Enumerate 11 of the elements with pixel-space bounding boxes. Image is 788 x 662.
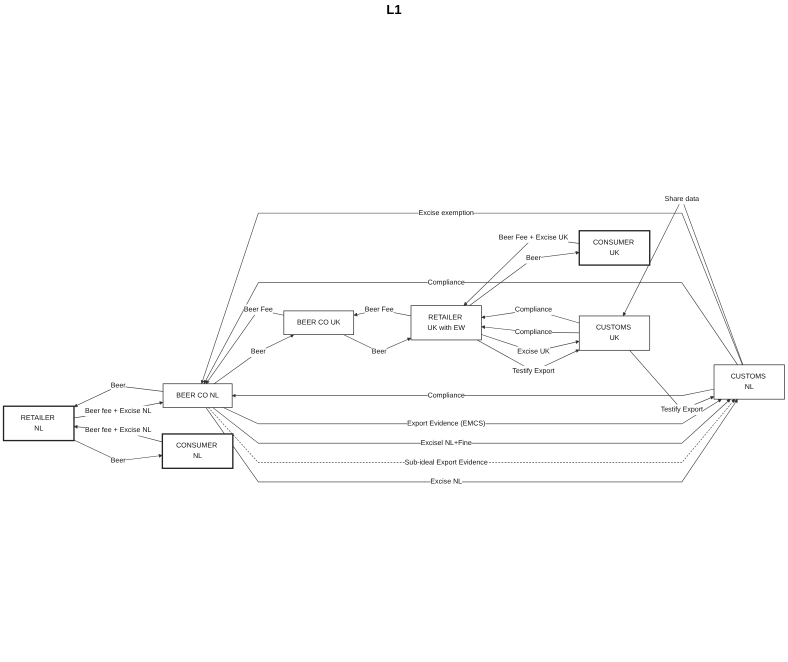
arrow (232, 388, 714, 398)
arrow (208, 399, 736, 463)
arrow (204, 282, 738, 384)
arrow (200, 212, 743, 384)
arrow (206, 399, 738, 482)
arrow (214, 334, 294, 384)
arrow (74, 386, 164, 408)
arrow (469, 250, 580, 306)
label-text: L1 (386, 2, 402, 17)
arrow (212, 399, 731, 444)
arrow (222, 399, 722, 424)
